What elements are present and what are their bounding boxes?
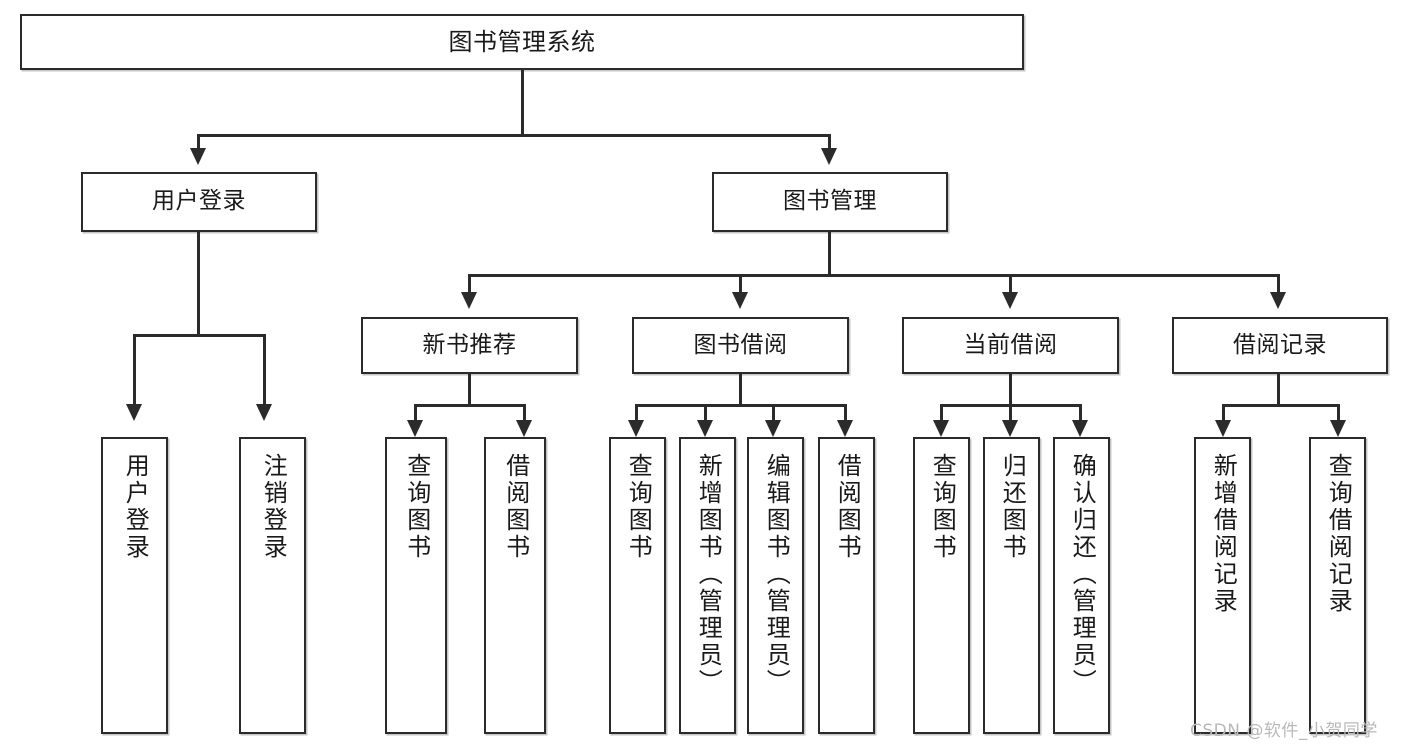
leaf-label: 查询借阅记录	[1324, 453, 1353, 615]
connector-bm-drop-1	[468, 274, 471, 296]
connector-root-to-book-manage	[828, 134, 831, 152]
node-book-manage[interactable]: 图书管理	[712, 172, 948, 232]
connector-user-login-bar	[133, 334, 265, 337]
leaf-logout-login[interactable]: 注销登录	[239, 437, 306, 734]
leaf-label: 借阅图书	[833, 453, 862, 561]
node-label: 用户登录	[152, 188, 246, 215]
node-new-book-recommend[interactable]: 新书推荐	[361, 317, 578, 374]
leaf-user-login[interactable]: 用户登录	[101, 437, 168, 734]
connector-br-stem	[1277, 374, 1280, 406]
leaf-confirm-return[interactable]: 确认归还（管理员）	[1053, 437, 1110, 734]
arrow-to-current-borrow	[1002, 292, 1018, 309]
leaf-label: 查询图书	[624, 453, 653, 561]
node-label: 当前借阅	[963, 331, 1058, 358]
arrow-to-leaf-user-login	[126, 404, 142, 421]
connector-cb-stem	[1009, 374, 1012, 406]
node-label: 新书推荐	[422, 331, 517, 358]
watermark: CSDN @软件_小贺同学	[1190, 721, 1378, 741]
connector-br-drop-1	[1222, 404, 1225, 424]
node-borrow-record[interactable]: 借阅记录	[1172, 317, 1388, 374]
leaf-label: 用户登录	[121, 453, 150, 561]
connector-bb-bar	[635, 404, 847, 407]
arrow-to-leaf-query-book-2	[628, 420, 644, 437]
node-label: 图书管理系统	[448, 27, 596, 56]
connector-book-manage-stem	[828, 232, 831, 276]
connector-root-bar	[197, 134, 831, 137]
arrow-to-book-borrow	[732, 292, 748, 309]
connector-bb-stem	[739, 374, 742, 406]
arrow-to-borrow-record	[1270, 292, 1286, 309]
leaf-add-book[interactable]: 新增图书（管理员）	[679, 437, 736, 734]
leaf-query-book-2[interactable]: 查询图书	[609, 437, 666, 734]
leaf-label: 编辑图书（管理员）	[762, 453, 791, 696]
node-label: 图书管理	[783, 188, 877, 215]
connector-root-to-user-login	[197, 134, 200, 152]
leaf-borrow-book-1[interactable]: 借阅图书	[484, 437, 546, 734]
arrow-to-leaf-query-book-3	[933, 420, 949, 437]
connector-user-login-drop-2	[263, 334, 266, 408]
leaf-label: 确认归还（管理员）	[1068, 453, 1097, 696]
leaf-label: 新增图书（管理员）	[694, 453, 723, 696]
leaf-return-book[interactable]: 归还图书	[983, 437, 1040, 734]
leaf-label: 注销登录	[259, 453, 288, 561]
connector-nbr-stem	[468, 374, 471, 406]
arrow-to-leaf-borrow-book-2	[837, 420, 853, 437]
leaf-edit-book[interactable]: 编辑图书（管理员）	[747, 437, 804, 734]
connector-book-manage-bar	[468, 274, 1280, 277]
leaf-borrow-book-2[interactable]: 借阅图书	[818, 437, 875, 734]
node-root-system[interactable]: 图书管理系统	[20, 14, 1024, 70]
connector-br-drop-2	[1337, 404, 1340, 424]
arrow-to-leaf-query-book-1	[407, 420, 423, 437]
leaf-label: 查询图书	[928, 453, 957, 561]
arrow-root-to-book-manage	[821, 148, 837, 165]
connector-bb-drop-3	[772, 404, 775, 424]
connector-bb-drop-1	[635, 404, 638, 424]
arrow-to-leaf-return-book	[1002, 420, 1018, 437]
connector-cb-drop-3	[1079, 404, 1082, 424]
connector-nbr-drop-2	[523, 404, 526, 424]
connector-root-stem	[521, 70, 524, 136]
leaf-query-book-3[interactable]: 查询图书	[913, 437, 970, 734]
arrow-to-new-book-recommend	[461, 292, 477, 309]
connector-nbr-drop-1	[414, 404, 417, 424]
node-label: 借阅记录	[1233, 331, 1327, 358]
connector-br-bar	[1222, 404, 1340, 407]
arrow-root-to-user-login	[190, 148, 206, 165]
arrow-to-leaf-query-record	[1330, 420, 1346, 437]
leaf-label: 归还图书	[998, 453, 1027, 561]
leaf-label: 借阅图书	[501, 453, 530, 561]
connector-bb-drop-4	[844, 404, 847, 424]
connector-bm-drop-4	[1277, 274, 1280, 296]
connector-cb-drop-1	[940, 404, 943, 424]
arrow-to-leaf-confirm-return	[1072, 420, 1088, 437]
node-label: 图书借阅	[693, 331, 788, 358]
node-current-borrow[interactable]: 当前借阅	[902, 317, 1119, 374]
connector-cb-drop-2	[1009, 404, 1012, 424]
arrow-to-leaf-add-book	[697, 420, 713, 437]
connector-bm-drop-2	[739, 274, 742, 296]
connector-bb-drop-2	[704, 404, 707, 424]
connector-bm-drop-3	[1009, 274, 1012, 296]
connector-nbr-bar	[414, 404, 526, 407]
leaf-query-record[interactable]: 查询借阅记录	[1309, 437, 1366, 734]
leaf-query-book-1[interactable]: 查询图书	[385, 437, 447, 734]
arrow-to-leaf-add-record	[1215, 420, 1231, 437]
node-book-borrow[interactable]: 图书借阅	[632, 317, 849, 374]
connector-user-login-stem	[197, 232, 200, 336]
leaf-add-record[interactable]: 新增借阅记录	[1194, 437, 1251, 734]
arrow-to-leaf-borrow-book-1	[516, 420, 532, 437]
leaf-label: 查询图书	[402, 453, 431, 561]
arrow-to-leaf-logout-login	[256, 404, 272, 421]
leaf-label: 新增借阅记录	[1209, 453, 1238, 615]
node-user-login[interactable]: 用户登录	[81, 172, 317, 232]
arrow-to-leaf-edit-book	[765, 420, 781, 437]
connector-user-login-drop-1	[133, 334, 136, 408]
